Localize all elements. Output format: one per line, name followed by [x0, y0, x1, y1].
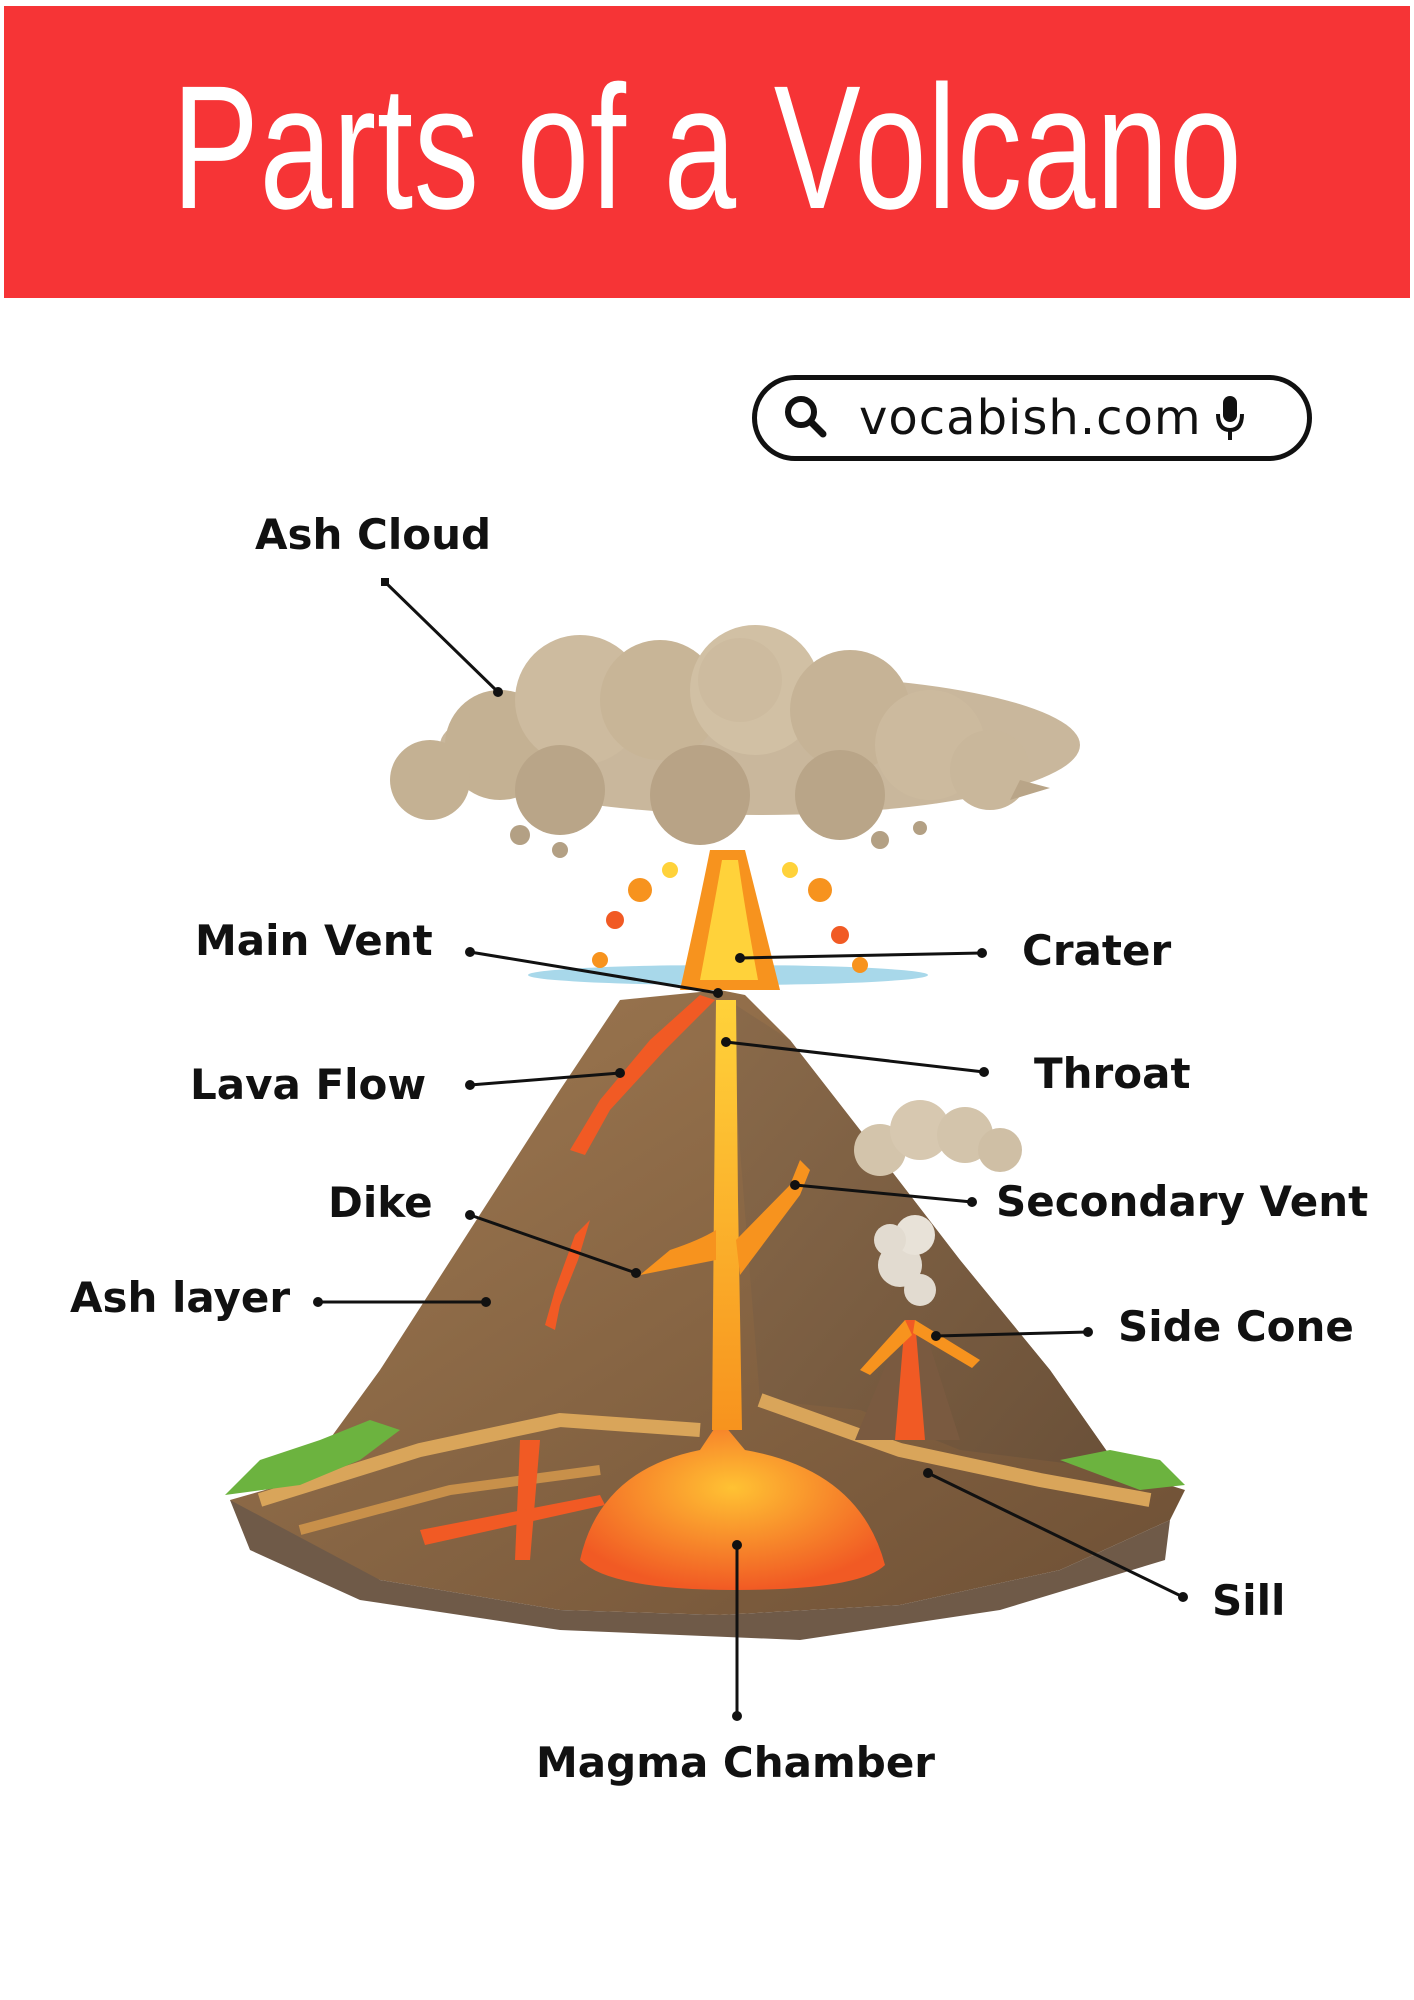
- label-ash-layer: Ash layer: [70, 1273, 291, 1322]
- label-lava-flow: Lava Flow: [190, 1060, 427, 1109]
- label-magma-chamber: Magma Chamber: [536, 1738, 936, 1787]
- main-vent-leader: [469, 950, 719, 995]
- label-secondary-vent: Secondary Vent: [996, 1177, 1369, 1226]
- secondary-vent-leader: [794, 1183, 973, 1204]
- lava-fountain: [528, 850, 928, 990]
- magma-chamber-shape: [580, 1420, 885, 1590]
- page-title: Parts of a Volcano: [171, 50, 1243, 246]
- side-cone-leader: [935, 1330, 1089, 1338]
- dike-shapes: [515, 1160, 810, 1560]
- ash-cloud-shape: [390, 625, 1080, 858]
- secondary-vent-smoke: [854, 1100, 1022, 1176]
- label-crater: Crater: [1022, 926, 1172, 975]
- crater-leader: [739, 951, 983, 960]
- throat-shape: [712, 1000, 742, 1430]
- lava-flow-leader: [469, 1071, 621, 1087]
- leader-lines: [313, 578, 1188, 1721]
- ash-cloud-leader: [383, 580, 500, 694]
- throat-leader: [725, 1040, 985, 1074]
- lava-flow-shape: [570, 995, 715, 1155]
- sill-shape: [420, 1495, 605, 1545]
- sill-leader: [927, 1471, 1184, 1599]
- label-sill: Sill: [1212, 1576, 1286, 1625]
- title-banner: Parts of a Volcano: [4, 6, 1410, 298]
- label-ash-cloud: Ash Cloud: [255, 510, 492, 559]
- label-throat: Throat: [1034, 1049, 1191, 1098]
- search-bar[interactable]: vocabish.com: [752, 375, 1312, 461]
- label-main-vent: Main Vent: [195, 916, 433, 965]
- microphone-icon[interactable]: [1212, 390, 1248, 446]
- search-text: vocabish.com: [859, 390, 1202, 446]
- side-cone-shape: [855, 1215, 980, 1440]
- search-icon: [785, 396, 827, 438]
- label-side-cone: Side Cone: [1118, 1302, 1354, 1351]
- label-dike: Dike: [328, 1178, 433, 1227]
- dike-leader: [469, 1213, 637, 1275]
